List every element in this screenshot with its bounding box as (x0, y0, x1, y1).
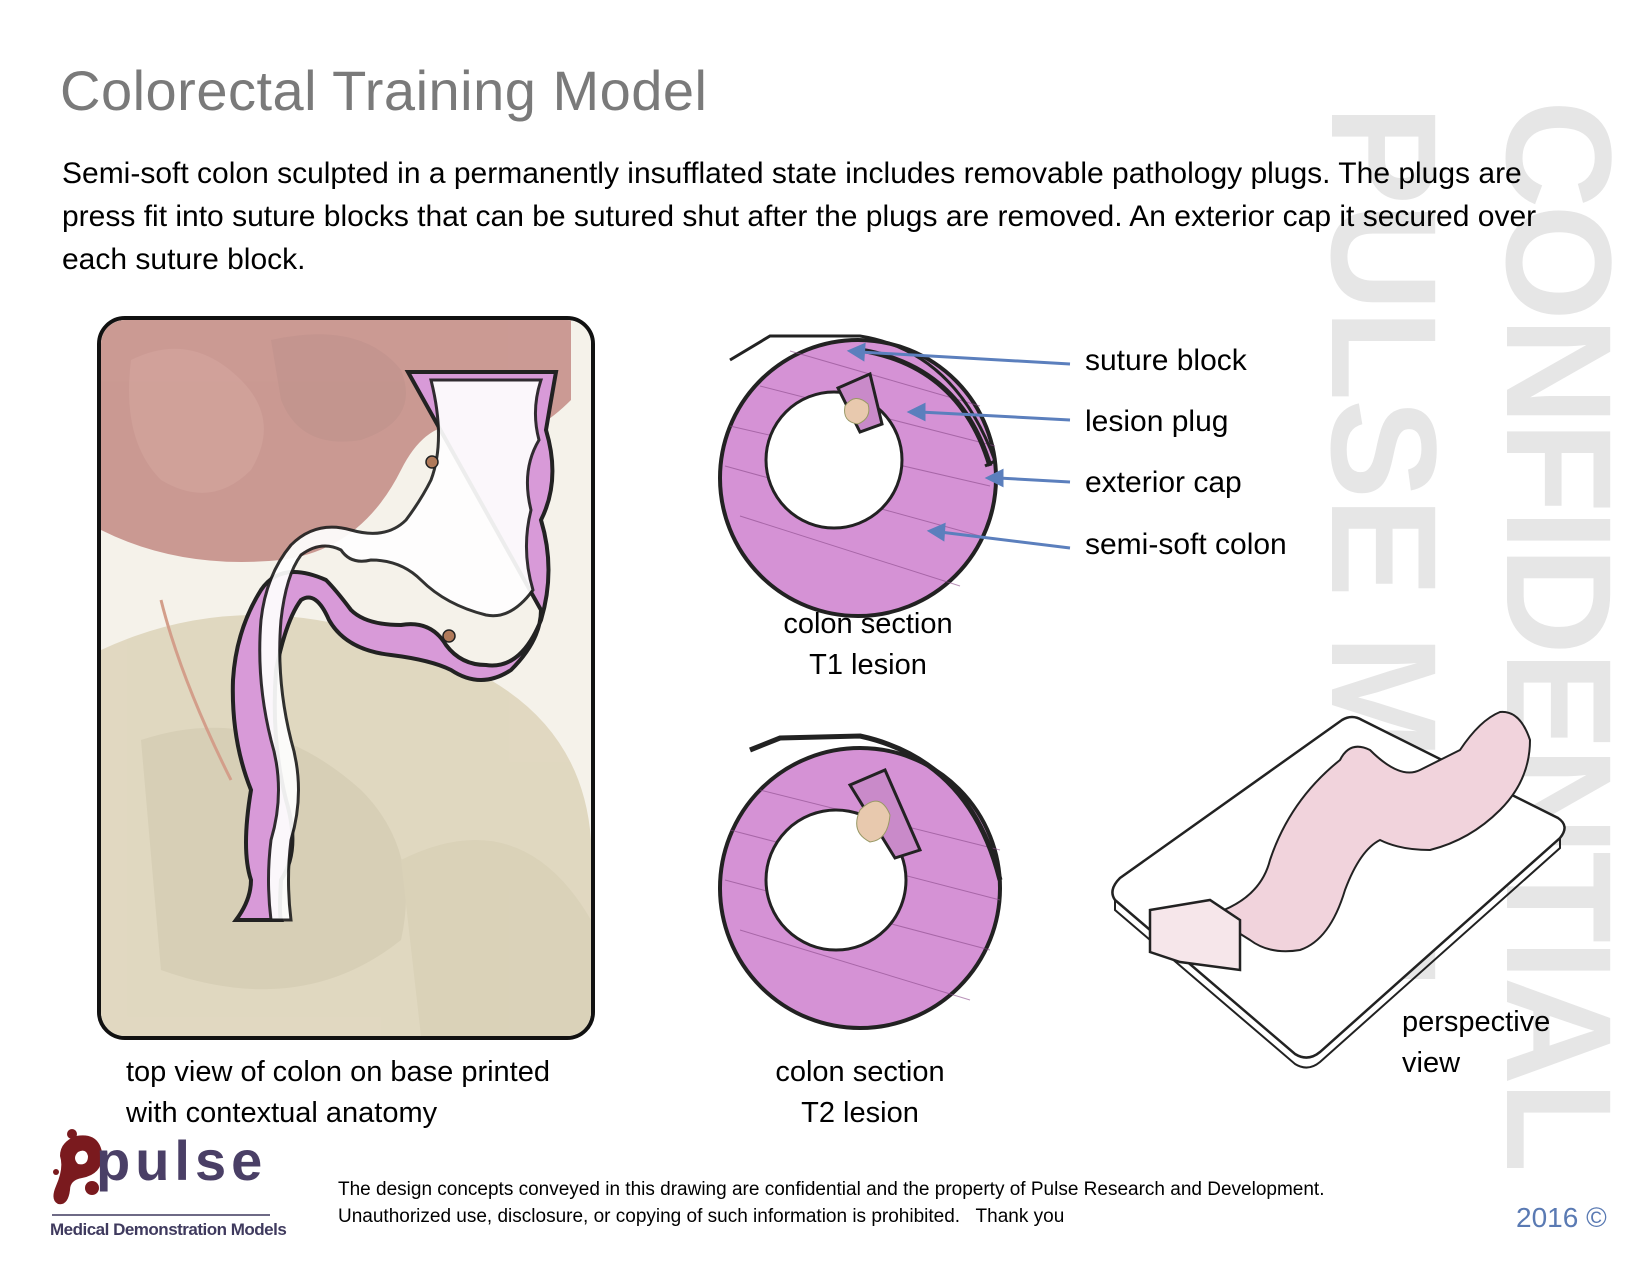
t2-caption-line2: T2 lesion (801, 1097, 919, 1129)
notice-line1: The design concepts conveyed in this dra… (338, 1179, 1325, 1200)
t2-caption-line1: colon section (775, 1056, 945, 1088)
t2-colon-section-illustration (718, 733, 1003, 1030)
intro-paragraph: Semi-soft colon sculpted in a permanentl… (62, 157, 1537, 276)
t1-callout-arrows (846, 342, 1071, 550)
confidentiality-notice: The design concepts conveyed in this dra… (338, 1176, 1324, 1230)
t1-caption: colon section T1 lesion (768, 604, 968, 686)
top-view-figure (97, 316, 595, 1040)
top-view-caption: top view of colon on base printed with c… (126, 1052, 550, 1134)
callout-semi-soft-colon: semi-soft colon (1085, 528, 1287, 561)
top-view-caption-line2: with contextual anatomy (126, 1097, 438, 1129)
page-title: Colorectal Training Model (60, 59, 708, 122)
pulse-logo-tagline: Medical Demonstration Models (50, 1220, 287, 1239)
pulse-logo-wordmark: pulse (96, 1129, 268, 1192)
t1-caption-line2: T1 lesion (809, 649, 927, 681)
perspective-view-illustration (1111, 710, 1566, 1069)
t1-colon-section-illustration (718, 334, 998, 618)
callout-lesion-plug: lesion plug (1085, 405, 1229, 438)
callout-exterior-cap: exterior cap (1085, 466, 1242, 499)
logo-divider (52, 1214, 270, 1216)
t2-caption: colon section T2 lesion (760, 1052, 960, 1134)
callout-suture-block: suture block (1085, 344, 1247, 377)
perspective-caption: perspective view (1402, 1002, 1550, 1084)
notice-line2: Unauthorized use, disclosure, or copying… (338, 1206, 1065, 1227)
top-view-illustration (101, 320, 591, 1036)
perspective-caption-line2: view (1402, 1047, 1461, 1079)
top-view-caption-line1: top view of colon on base printed (126, 1056, 550, 1088)
copyright-year: 2016 © (1516, 1202, 1607, 1233)
t1-caption-line1: colon section (783, 608, 953, 640)
perspective-caption-line1: perspective (1402, 1006, 1551, 1038)
pulse-logo-icon (53, 1129, 103, 1205)
